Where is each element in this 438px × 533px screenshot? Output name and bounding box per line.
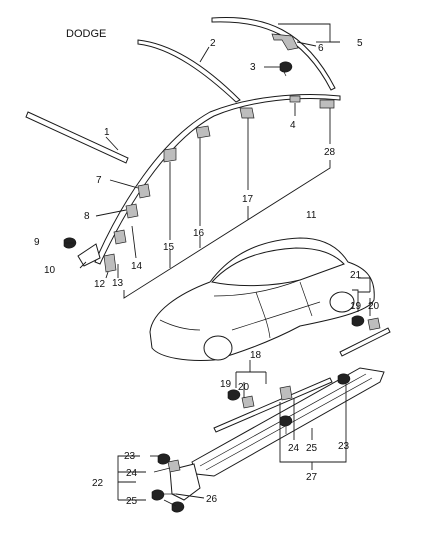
clip-part-20-mid: [241, 395, 255, 409]
clip-part-8-b: [113, 229, 127, 245]
clip-part-4: [289, 95, 301, 103]
screw-part-26: [151, 489, 176, 501]
clip-part-16: [195, 125, 211, 139]
callout-14: 14: [131, 261, 143, 272]
callout-18: 18: [250, 350, 262, 361]
clip-part-19-mid: [227, 389, 241, 401]
callout-5: 5: [357, 38, 363, 49]
callout-16: 16: [193, 228, 205, 239]
brand-label: DODGE: [66, 28, 106, 40]
callout-labels: 1 2 3 4 5 6 7 8 9 10 11 12 13 14 15 16 1…: [34, 38, 380, 507]
callout-23-a: 23: [338, 441, 350, 452]
callout-25-a: 25: [306, 443, 318, 454]
callout-19-top: 19: [350, 301, 362, 312]
callout-9: 9: [34, 237, 40, 248]
callout-15: 15: [163, 242, 175, 253]
callout-26: 26: [206, 494, 218, 505]
callout-11: 11: [306, 210, 317, 221]
callout-8: 8: [84, 211, 90, 222]
roof-pillar-molding-part-11: [94, 94, 341, 265]
callout-22: 22: [92, 478, 104, 489]
roof-rail-strip: [211, 16, 336, 91]
callout-25-b: 25: [126, 496, 138, 507]
callout-2: 2: [210, 38, 216, 49]
clip-part-7: [137, 183, 151, 199]
clip-part-12-13: [103, 253, 117, 273]
clip-part-24-b: [167, 459, 181, 473]
callout-3: 3: [250, 62, 256, 73]
callout-7: 7: [96, 175, 102, 186]
callout-28: 28: [324, 147, 336, 158]
callout-12: 12: [94, 279, 106, 290]
clip-part-19-top: [351, 315, 365, 327]
callout-4: 4: [290, 120, 296, 131]
clip-part-3: [279, 61, 293, 77]
clip-part-23-b: [157, 453, 171, 465]
splash-guard-part-22: [169, 463, 201, 501]
callout-20-mid: 20: [238, 382, 250, 393]
clip-part-25-b: [171, 501, 185, 513]
callout-24-a: 24: [288, 443, 300, 454]
roof-molding-part-2: [137, 39, 241, 103]
callout-21: 21: [350, 270, 362, 281]
callout-23-b: 23: [124, 451, 136, 462]
callout-20-top: 20: [368, 301, 380, 312]
bracket-part-10: [77, 243, 101, 267]
clip-part-24-a: [279, 385, 293, 401]
clip-part-25-a: [279, 415, 293, 434]
clip-part-6: [271, 33, 299, 51]
callout-27: 27: [306, 472, 318, 483]
callout-10: 10: [44, 265, 56, 276]
side-molding-part-21: [339, 327, 391, 357]
callout-1: 1: [104, 127, 110, 138]
callout-17: 17: [242, 194, 254, 205]
car-illustration: [149, 237, 375, 361]
clip-part-20-top: [367, 317, 381, 331]
callout-13: 13: [112, 278, 124, 289]
clip-part-15: [163, 147, 177, 163]
clip-part-17: [239, 107, 255, 119]
windshield-molding-part-1: [25, 111, 129, 164]
callout-19-mid: 19: [220, 379, 232, 390]
clip-part-8-a: [125, 203, 139, 219]
callout-24-b: 24: [126, 468, 138, 479]
leader-lines: [64, 23, 371, 507]
clip-part-23-a: [337, 373, 351, 385]
callout-6: 6: [318, 43, 324, 54]
clip-part-28: [319, 99, 335, 109]
